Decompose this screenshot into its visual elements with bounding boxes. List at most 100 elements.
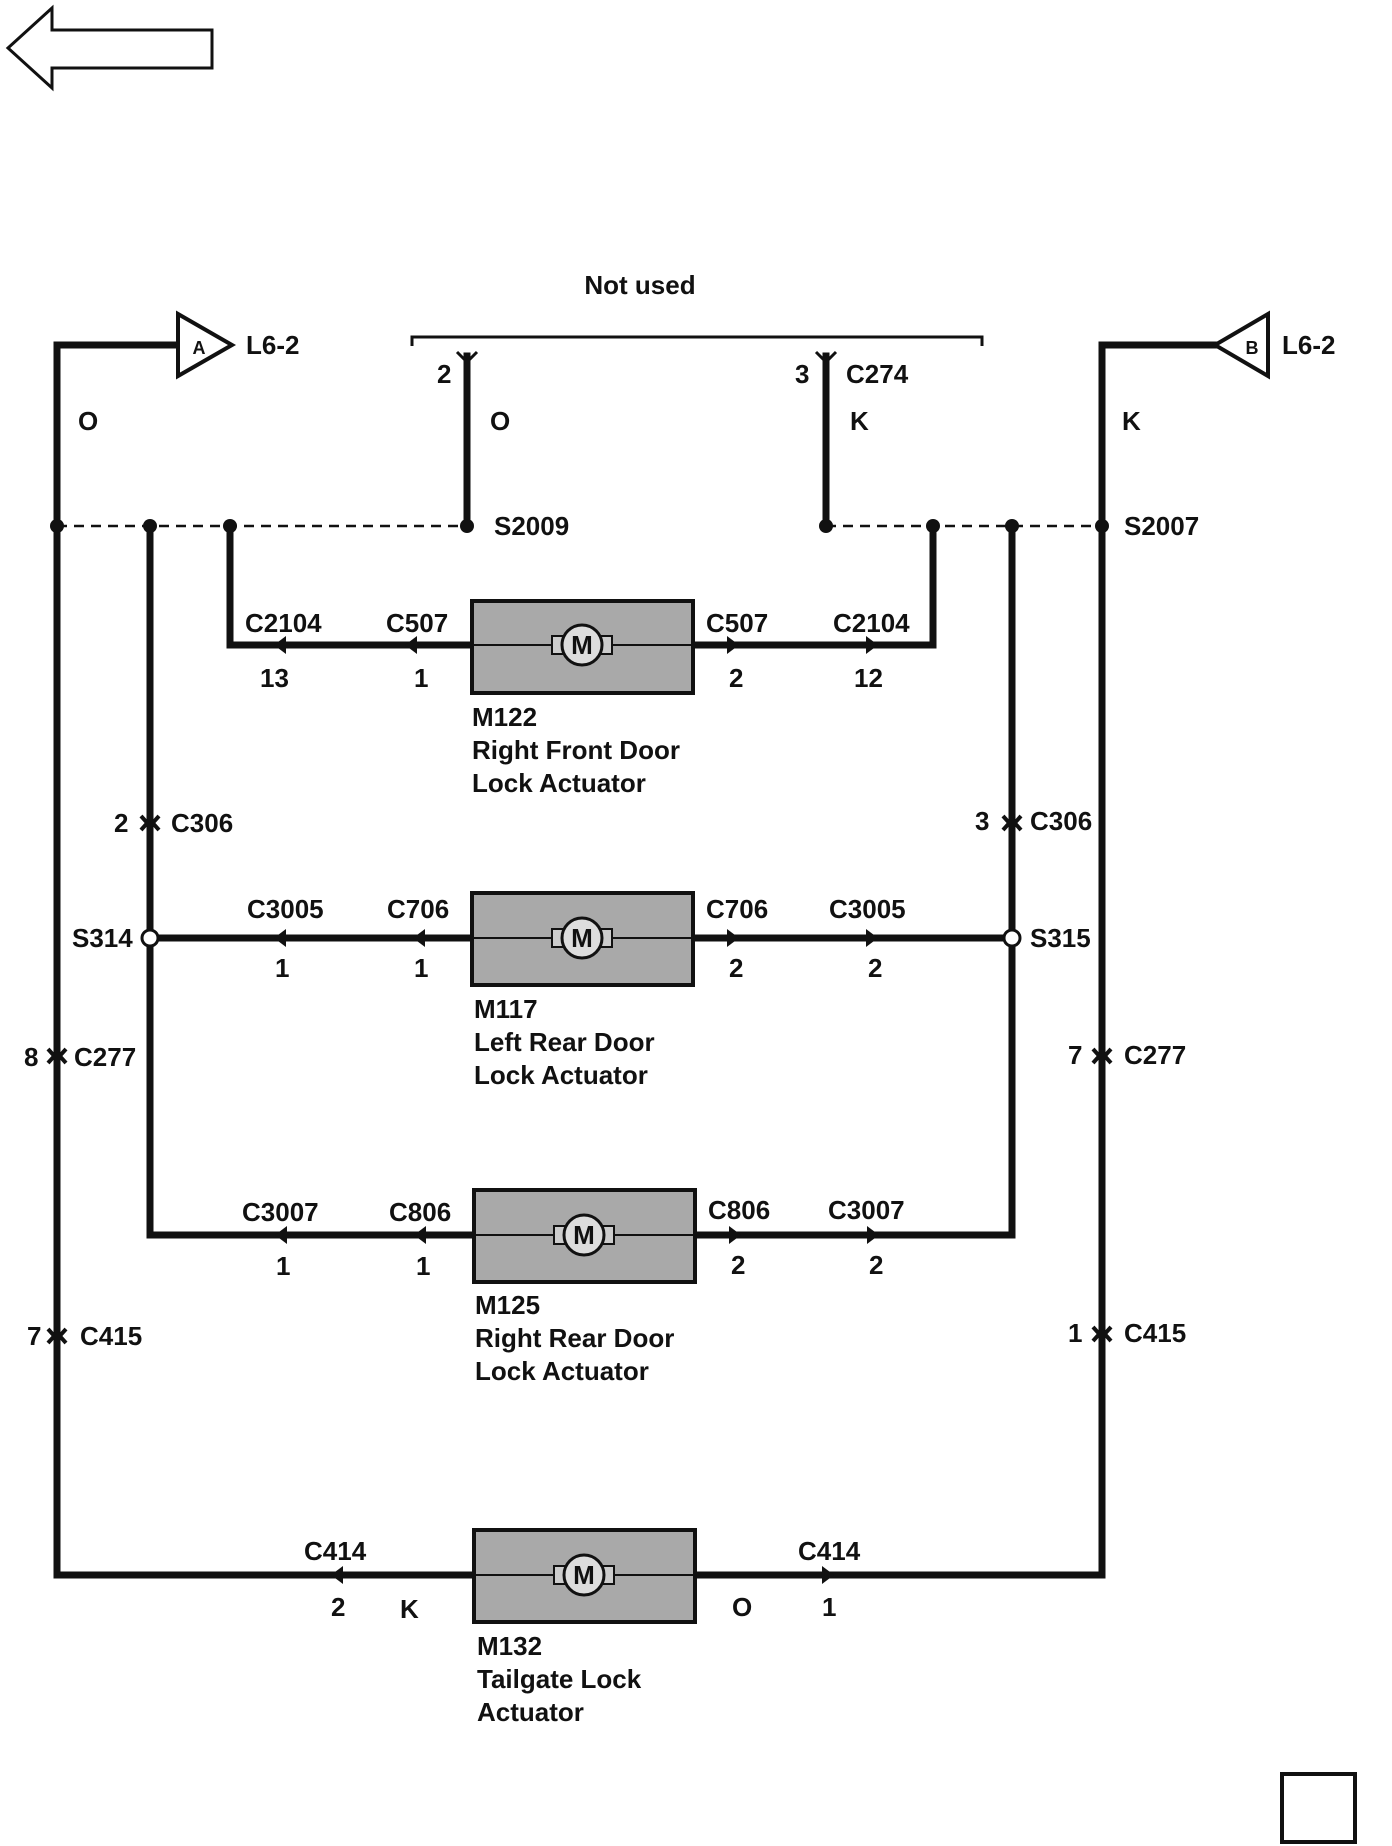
c274-pin3-mark — [814, 350, 838, 365]
pin-label: 1 — [414, 663, 428, 693]
connector-label: C706 — [387, 894, 449, 924]
ref-letter-b: B — [1246, 338, 1259, 358]
motor-m132: M — [472, 1528, 697, 1624]
wire-color-label: K — [400, 1594, 419, 1624]
c274-pin-left: 2 — [437, 359, 451, 389]
connector-label: C806 — [708, 1195, 770, 1225]
c277-left-connector — [46, 1047, 68, 1065]
c277-left-pin: 8 — [24, 1042, 38, 1072]
component-name-line1: Left Rear Door — [474, 1027, 655, 1057]
connector-label: C3005 — [829, 894, 906, 924]
c277-left-label: C277 — [74, 1042, 136, 1072]
c274-label: C274 — [846, 359, 909, 389]
connector-label: C706 — [706, 894, 768, 924]
splice-s315-dot — [1002, 928, 1022, 948]
wire-color-label: K — [1122, 406, 1141, 436]
pin-label: 2 — [331, 1592, 345, 1622]
c306-left-pin: 2 — [114, 808, 128, 838]
splice-dot — [819, 519, 833, 533]
splice-label-s2009: S2009 — [494, 511, 569, 541]
pin-label: 2 — [868, 953, 882, 983]
wire-color-label: O — [78, 406, 98, 436]
splice-dot — [1095, 519, 1109, 533]
pin-label: 1 — [414, 953, 428, 983]
pin-label: 2 — [729, 953, 743, 983]
component-id-m122: M122 — [472, 702, 537, 732]
motor-m125: M — [472, 1188, 697, 1284]
splice-label-s314: S314 — [72, 923, 133, 953]
c306-right-connector — [1001, 814, 1023, 832]
c274-pin2-mark — [455, 350, 479, 365]
connector-label: C3007 — [828, 1195, 905, 1225]
component-name-line2: Lock Actuator — [472, 768, 646, 798]
wire-m122-left — [226, 522, 476, 649]
pin-label: 1 — [275, 953, 289, 983]
splice-s314-dot — [140, 928, 160, 948]
c415-right-connector — [1091, 1325, 1113, 1343]
motor-symbol: M — [571, 923, 593, 953]
c306-right-label: C306 — [1030, 806, 1092, 836]
pin-label: 1 — [416, 1251, 430, 1281]
wire-left-main — [53, 341, 484, 1579]
motor-symbol: M — [573, 1560, 595, 1590]
inline-connector — [274, 636, 879, 1584]
c415-right-pin: 1 — [1068, 1318, 1082, 1348]
component-name-line1: Right Rear Door — [475, 1323, 674, 1353]
splice-dot — [1005, 519, 1019, 533]
splice-label-s315: S315 — [1030, 923, 1091, 953]
left-arrow-icon[interactable] — [5, 4, 214, 92]
wire-color-label: O — [732, 1592, 752, 1622]
c277-right-label: C277 — [1124, 1040, 1186, 1070]
component-id-m117: M117 — [474, 994, 538, 1024]
splice-dot — [143, 519, 157, 533]
wire-color-label: K — [850, 406, 869, 436]
c274-pin-right: 3 — [795, 359, 809, 389]
motor-m122: M — [470, 599, 695, 695]
c415-left-pin: 7 — [27, 1321, 41, 1351]
component-id-m125: M125 — [475, 1290, 540, 1320]
c306-left-label: C306 — [171, 808, 233, 838]
pin-label: 2 — [731, 1250, 745, 1280]
ref-flag-b — [1211, 310, 1270, 380]
connector-label: C414 — [798, 1536, 861, 1566]
wire-right-main — [691, 341, 1226, 1579]
component-name-line1: Right Front Door — [472, 735, 680, 765]
c306-left-connector — [139, 814, 161, 832]
c415-left-label: C415 — [80, 1321, 142, 1351]
c415-right-label: C415 — [1124, 1318, 1186, 1348]
component-id-m132: M132 — [477, 1631, 542, 1661]
c277-right-connector — [1091, 1047, 1113, 1065]
wire-inner-right — [689, 522, 1016, 1239]
connector-label: C507 — [386, 608, 448, 638]
connector-label: C507 — [706, 608, 768, 638]
pin-label: 12 — [854, 663, 883, 693]
ref-letter-a: A — [193, 338, 206, 358]
splice-dot — [50, 519, 64, 533]
ref-label-left: L6-2 — [246, 330, 299, 360]
connector-label: C3005 — [247, 894, 324, 924]
ref-flag-a — [176, 310, 237, 380]
wire-m122-right — [689, 522, 937, 649]
connector-label: C806 — [389, 1197, 451, 1227]
ref-label-right: L6-2 — [1282, 330, 1335, 360]
pin-label: 1 — [276, 1251, 290, 1281]
not-used-label: Not used — [584, 270, 695, 300]
motor-m117: M — [470, 891, 695, 987]
wire-inner-left — [146, 522, 479, 1239]
splice-dot — [460, 519, 474, 533]
connector-label: C414 — [304, 1536, 367, 1566]
component-name-line2: Lock Actuator — [474, 1060, 648, 1090]
splice-dot — [926, 519, 940, 533]
splice-dot — [223, 519, 237, 533]
empty-box — [1280, 1772, 1357, 1844]
splice-label-s2007: S2007 — [1124, 511, 1199, 541]
c415-left-connector — [46, 1327, 68, 1345]
c306-right-pin: 3 — [975, 806, 989, 836]
motor-symbol: M — [573, 1220, 595, 1250]
component-name-line2: Actuator — [477, 1697, 584, 1727]
pin-label: 13 — [260, 663, 289, 693]
connector-label: C2104 — [245, 608, 322, 638]
wire-color-label: O — [490, 406, 510, 436]
pin-label: 1 — [822, 1592, 836, 1622]
